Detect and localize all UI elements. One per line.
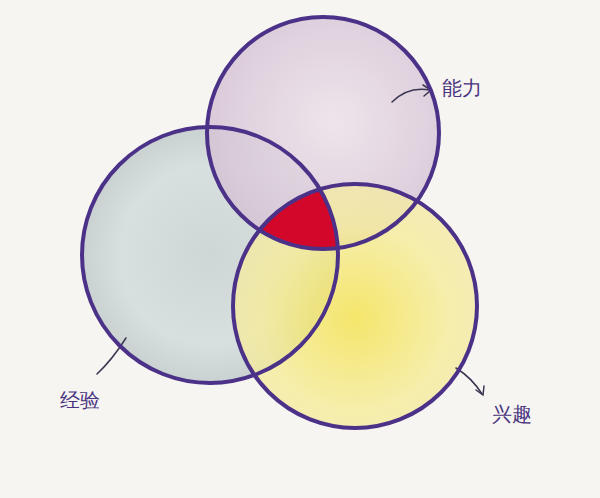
yellow-fill (233, 184, 477, 428)
circle-label: 兴趣 (492, 402, 532, 426)
circle-outline (233, 184, 477, 428)
venn-circle: 兴趣 (233, 184, 477, 428)
leader-line (97, 338, 126, 374)
circle-border (82, 127, 338, 383)
leader-arrowhead (476, 386, 484, 395)
circle-outline (82, 127, 338, 383)
venn-circle: 经验 (82, 127, 338, 383)
circle-border (233, 184, 477, 428)
circle-label: 经验 (60, 388, 100, 412)
circle-label: 能力 (442, 76, 482, 100)
